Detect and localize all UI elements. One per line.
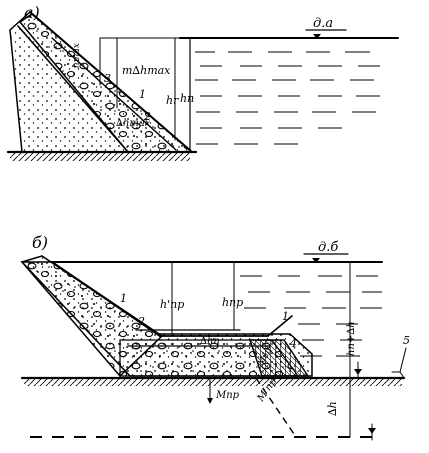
panel-a-water-level-label: д.а bbox=[313, 16, 333, 31]
panel-a-dim-hn: hn bbox=[180, 92, 194, 105]
panel-a-slope-line-3 bbox=[17, 25, 129, 153]
panel-a-slope-line-1 bbox=[29, 11, 193, 153]
panel-b-num-1a: 1 bbox=[120, 292, 127, 305]
panel-a-dim-hr: hr bbox=[166, 94, 179, 107]
panel-a: а) д.а bbox=[6, 3, 399, 161]
panel-a-num-1: 1 bbox=[139, 88, 146, 101]
panel-b-dim-h-np: hnp bbox=[222, 296, 243, 309]
panel-b-level-marker-icon bbox=[312, 258, 320, 263]
panel-a-dim-hmax: hmax bbox=[72, 43, 82, 68]
panel-a-water: д.а bbox=[179, 16, 399, 145]
panel-b-dim-dh: ∆h bbox=[326, 401, 339, 416]
panel-a-slope-line-2 bbox=[51, 37, 177, 151]
panel-a-level-marker-icon bbox=[313, 34, 321, 39]
panel-b-dim-m-np: Mnp bbox=[215, 390, 240, 401]
panel-b-slope-line-1 bbox=[51, 261, 161, 337]
panel-b-label: б) bbox=[32, 233, 48, 252]
panel-b-hatched-block bbox=[249, 339, 310, 377]
panel-b-num-5: 5 bbox=[403, 334, 410, 347]
panel-a-num-3: 3 bbox=[104, 72, 111, 85]
panel-b-water: д.б bbox=[51, 240, 383, 357]
panel-a-num-2: 2 bbox=[143, 110, 151, 123]
panel-b: б) д.б bbox=[20, 233, 410, 441]
panel-b-ground-hatch bbox=[24, 379, 402, 386]
panel-b-num-1b: 1 bbox=[282, 310, 289, 323]
panel-b-dim-dh-n: ∆hn bbox=[200, 336, 220, 347]
panel-a-dim-dh-max: ∆hmax bbox=[116, 118, 151, 129]
panel-a-ground-hatch bbox=[10, 153, 190, 161]
panel-b-num-4: 4 bbox=[289, 337, 297, 350]
panel-a-dim-m-dh-max: m∆hmax bbox=[122, 64, 171, 77]
panel-b-num-2: 2 bbox=[137, 315, 145, 328]
panel-b-dim-h-n-plus-dh: hn+∆h bbox=[346, 321, 357, 356]
panel-b-water-level-label: д.б bbox=[318, 240, 338, 255]
panel-b-dim-h-np-prime: h'np bbox=[160, 298, 184, 311]
